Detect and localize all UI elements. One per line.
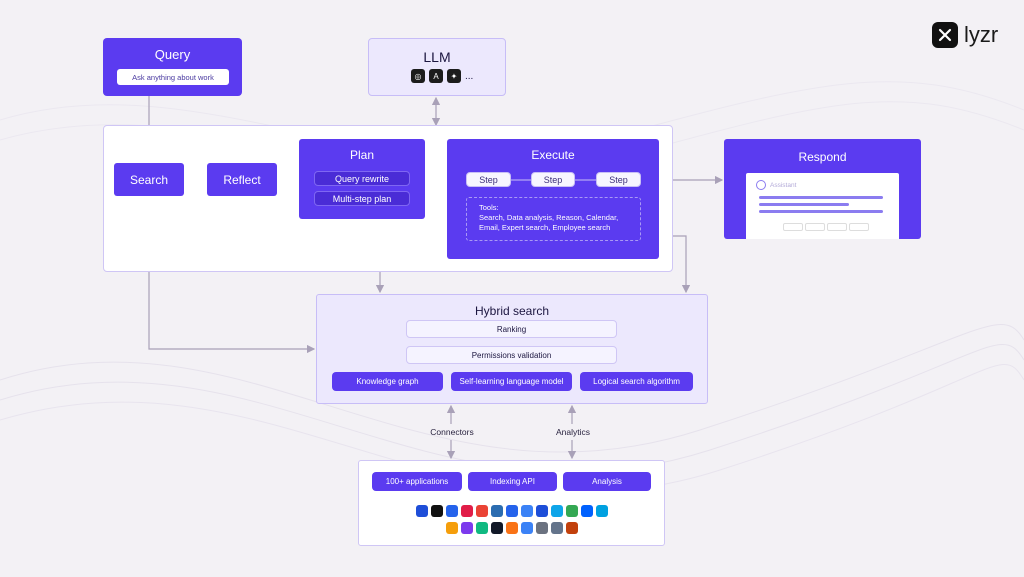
query-title: Query bbox=[154, 47, 191, 62]
search-node: Search bbox=[114, 163, 184, 196]
permissions-item: Permissions validation bbox=[406, 346, 617, 364]
analytics-label: Analytics bbox=[555, 427, 590, 437]
brand-name: lyzr bbox=[964, 22, 999, 47]
connectors-label: Connectors bbox=[430, 427, 474, 437]
app-integration-icon bbox=[430, 505, 443, 517]
source-pill: Indexing API bbox=[468, 472, 557, 491]
app-integration-icon bbox=[505, 505, 518, 517]
source-chip bbox=[783, 223, 803, 231]
llm-box: LLM ◎ A ✦ ... bbox=[368, 38, 506, 96]
app-integration-icon bbox=[520, 505, 533, 517]
query-input-placeholder: Ask anything about work bbox=[132, 72, 214, 82]
search-label: Search bbox=[129, 172, 169, 187]
plan-node: Plan Query rewrite Multi-step plan bbox=[299, 139, 425, 219]
app-integration-icon bbox=[475, 505, 488, 517]
app-integration-icon bbox=[550, 522, 563, 534]
execute-step: Step bbox=[596, 172, 641, 187]
source-pill: Analysis bbox=[563, 472, 651, 491]
app-integration-icon bbox=[535, 522, 548, 534]
feature-pill: Logical search algorithm bbox=[580, 372, 693, 391]
app-integration-icon bbox=[535, 505, 548, 517]
plan-title: Plan bbox=[349, 148, 375, 162]
response-line bbox=[759, 210, 883, 213]
app-integration-icon bbox=[415, 505, 428, 517]
source-chips bbox=[783, 223, 869, 231]
respond-title: Respond bbox=[798, 150, 847, 164]
app-integration-icon bbox=[475, 522, 488, 534]
response-line bbox=[759, 203, 849, 206]
app-integration-icon bbox=[505, 522, 518, 534]
app-integration-icon bbox=[460, 522, 473, 534]
assistant-label: Assistant bbox=[770, 181, 797, 189]
reflect-label: Reflect bbox=[223, 172, 261, 187]
plan-item: Multi-step plan bbox=[314, 191, 410, 206]
query-input[interactable]: Ask anything about work bbox=[117, 69, 229, 85]
app-integration-icon bbox=[445, 522, 458, 534]
app-icons-row bbox=[359, 505, 664, 517]
reflect-node: Reflect bbox=[207, 163, 277, 196]
source-chip bbox=[849, 223, 869, 231]
brand-logo: lyzr bbox=[932, 22, 998, 48]
app-integration-icon bbox=[520, 522, 533, 534]
response-line bbox=[759, 196, 883, 199]
hybrid-title: Hybrid search bbox=[474, 304, 550, 318]
feature-pill: Knowledge graph bbox=[332, 372, 443, 391]
more-providers: ... bbox=[465, 70, 474, 82]
plan-item: Query rewrite bbox=[314, 171, 410, 186]
source-chip bbox=[827, 223, 847, 231]
execute-title: Execute bbox=[531, 148, 575, 162]
llm-provider-icons: ◎ A ✦ ... bbox=[411, 69, 473, 83]
tools-line: Email, Expert search, Employee search bbox=[479, 223, 611, 232]
gemini-icon: ✦ bbox=[447, 69, 461, 83]
tools-box: Tools: Search, Data analysis, Reason, Ca… bbox=[466, 197, 641, 241]
app-integration-icon bbox=[565, 522, 578, 534]
assistant-header: Assistant bbox=[756, 180, 796, 190]
step-connectors bbox=[511, 179, 596, 181]
lyzr-logo-icon bbox=[932, 22, 958, 48]
app-integration-icon bbox=[490, 522, 503, 534]
app-integration-icon bbox=[595, 505, 608, 517]
query-box: Query Ask anything about work bbox=[103, 38, 242, 96]
tools-label: Tools: bbox=[479, 203, 499, 212]
app-integration-icon bbox=[580, 505, 593, 517]
ranking-item: Ranking bbox=[406, 320, 617, 338]
respond-node: Respond Assistant bbox=[724, 139, 921, 239]
app-icons-row bbox=[359, 522, 664, 534]
execute-step: Step bbox=[466, 172, 511, 187]
assistant-card: Assistant bbox=[746, 173, 899, 239]
openai-icon: ◎ bbox=[411, 69, 425, 83]
app-integration-icon bbox=[460, 505, 473, 517]
sources-box: 100+ applications Indexing API Analysis bbox=[358, 460, 665, 546]
app-integration-icon bbox=[550, 505, 563, 517]
llm-title: LLM bbox=[423, 49, 451, 65]
hybrid-search-box: Hybrid search Ranking Permissions valida… bbox=[316, 294, 708, 404]
anthropic-icon: A bbox=[429, 69, 443, 83]
app-integration-icon bbox=[565, 505, 578, 517]
assistant-icon bbox=[756, 180, 766, 190]
source-chip bbox=[805, 223, 825, 231]
execute-node: Execute Step Step Step Tools: Search, Da… bbox=[447, 139, 659, 259]
execute-step: Step bbox=[531, 172, 575, 187]
feature-pill: Self-learning language model bbox=[451, 372, 572, 391]
tools-line: Search, Data analysis, Reason, Calendar, bbox=[479, 213, 619, 222]
app-integration-icon bbox=[445, 505, 458, 517]
app-integration-icon bbox=[490, 505, 503, 517]
source-pill: 100+ applications bbox=[372, 472, 462, 491]
